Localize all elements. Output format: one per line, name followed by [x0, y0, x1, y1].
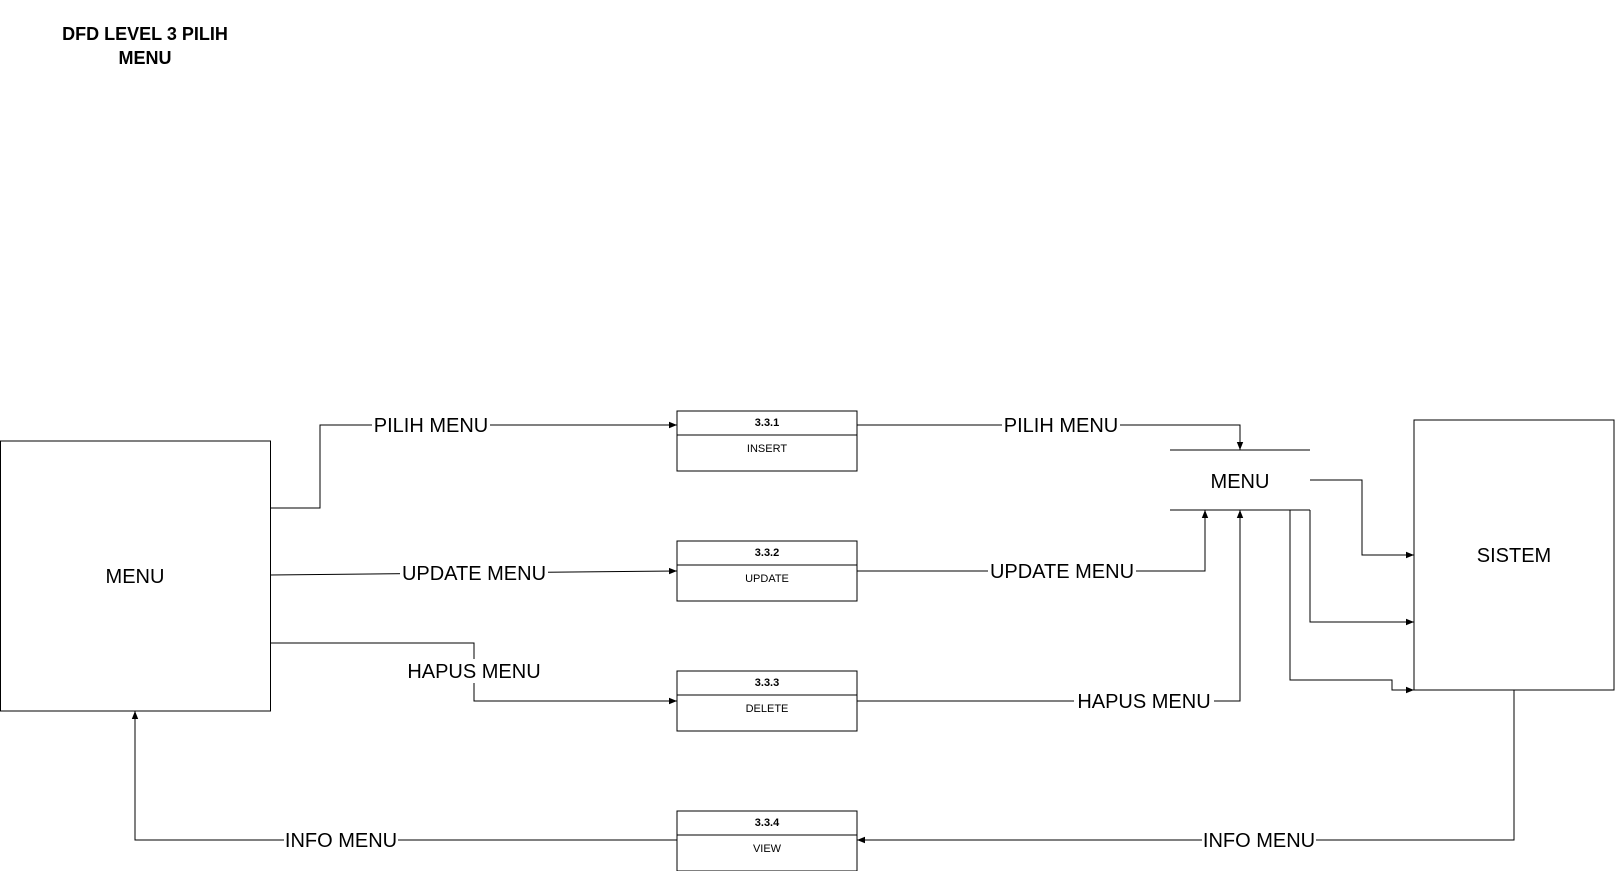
flow-info-menu-from-sistem-label: INFO MENU	[1203, 830, 1315, 852]
process-insert-id: 3.3.1	[755, 417, 779, 429]
flow-update-menu-out[interactable]: UPDATE MENU	[857, 510, 1209, 583]
flow-info-menu-to-menu-label: INFO MENU	[285, 830, 397, 852]
flow-hapus-menu-in[interactable]: HAPUS MENU	[270, 642, 677, 705]
flow-update-menu-in[interactable]: UPDATE MENU	[269, 561, 678, 585]
flow-pilih-menu-out-label: PILIH MENU	[1004, 415, 1118, 437]
process-delete[interactable]: 3.3.3 DELETE	[676, 670, 858, 732]
process-view-id: 3.3.4	[755, 817, 780, 829]
flow-info-menu-from-sistem[interactable]: INFO MENU	[857, 690, 1515, 852]
flow-datastore-to-sistem-1[interactable]	[1310, 479, 1414, 559]
process-update[interactable]: 3.3.2 UPDATE	[676, 540, 858, 602]
process-delete-id: 3.3.3	[755, 677, 779, 689]
process-update-name: UPDATE	[745, 573, 789, 585]
process-insert-name: INSERT	[747, 443, 787, 455]
datastore-menu[interactable]: MENU	[1170, 449, 1310, 511]
process-view[interactable]: 3.3.4 VIEW	[676, 810, 858, 871]
flow-hapus-menu-in-label: HAPUS MENU	[407, 661, 540, 683]
process-update-id: 3.3.2	[755, 547, 779, 559]
flow-update-menu-out-label: UPDATE MENU	[990, 561, 1134, 583]
flow-update-menu-in-label: UPDATE MENU	[402, 563, 546, 585]
flow-datastore-to-sistem-2[interactable]	[1309, 510, 1414, 626]
flow-hapus-menu-out-label: HAPUS MENU	[1077, 691, 1210, 713]
flow-pilih-menu-in-label: PILIH MENU	[374, 415, 488, 437]
process-view-name: VIEW	[753, 843, 782, 855]
entity-menu[interactable]: MENU	[0, 440, 271, 712]
diagram-title: DFD LEVEL 3 PILIH MENU	[62, 24, 228, 68]
flow-info-menu-to-menu[interactable]: INFO MENU	[131, 711, 677, 852]
entity-sistem[interactable]: SISTEM	[1413, 419, 1615, 691]
flow-hapus-menu-out[interactable]: HAPUS MENU	[857, 510, 1244, 713]
datastore-menu-label: MENU	[1211, 471, 1270, 493]
process-delete-name: DELETE	[746, 703, 789, 715]
flow-pilih-menu-out[interactable]: PILIH MENU	[857, 413, 1244, 450]
flow-datastore-to-sistem-3[interactable]	[1289, 510, 1414, 694]
entity-sistem-label: SISTEM	[1477, 545, 1551, 567]
process-insert[interactable]: 3.3.1 INSERT	[676, 410, 858, 472]
flow-pilih-menu-in[interactable]: PILIH MENU	[270, 413, 677, 509]
entity-menu-label: MENU	[106, 566, 165, 588]
